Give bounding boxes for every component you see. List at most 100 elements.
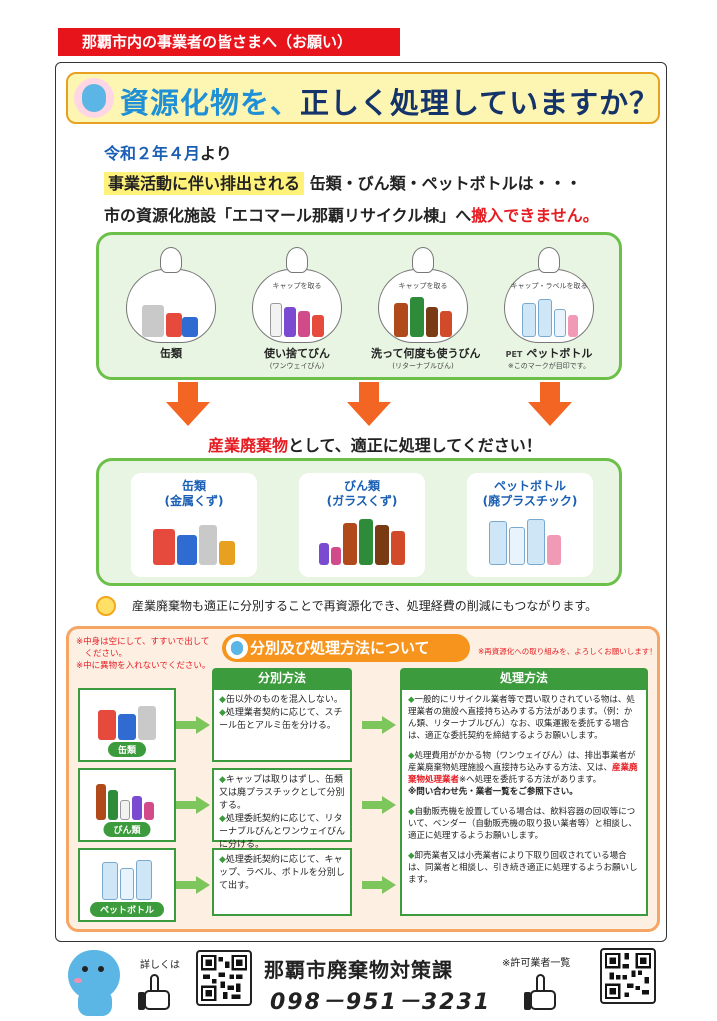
can-illustration: [140, 295, 202, 337]
bottle-illustration: [392, 295, 454, 337]
right-arrow-icon: [362, 796, 398, 814]
page-title: 資源化物を、正しく処理していますか？: [120, 80, 659, 122]
phone-number[interactable]: 098－951－3231: [270, 990, 492, 1015]
process-item: ◆卸売業者又は小売業者により下取り回収されている場合は、同業者と相談し、引き続き…: [408, 851, 638, 885]
bag-sub: ※このマークが目印です。: [507, 362, 591, 370]
intro-date-line: 令和２年４月より: [104, 140, 232, 164]
industrial-waste-statement: 産業廃棄物として、適正に処理してください！: [208, 432, 542, 456]
headline-box: 資源化物を、正しく処理していますか？: [66, 72, 660, 124]
details-label: 詳しくは: [140, 960, 180, 971]
waste-line1: 缶類: [181, 479, 206, 493]
process-method-box: ◆一般的にリサイクル業者等で買い取りされている物は、処理業者の施設へ直接持ち込み…: [400, 688, 648, 916]
waste-line2: (ガラスくず): [326, 494, 398, 508]
method-item: ◆処理委託契約に応じて、リターナブルびんとワンウェイびんに分ける。: [219, 814, 346, 850]
process-text-red: 産業廃棄物処理業者: [408, 763, 638, 785]
section-title: 分別及び処理方法について: [222, 634, 470, 662]
section-title-text: 分別及び処理方法について: [250, 639, 430, 657]
office-name: 那覇市廃棄物対策課: [264, 958, 453, 982]
industrial-waste-red: 産業廃棄物: [208, 436, 289, 455]
intro-items-line: 事業活動に伴い排出される 缶類・びん類・ペットボトルは・・・: [104, 170, 582, 195]
mascot-icon: [226, 637, 248, 659]
sort-method-cans: ◆缶以外のものを混入しない。 ◆処理業者契約に応じて、スチール缶とアルミ缶を分け…: [212, 688, 352, 762]
pet-mark-icon: PET: [505, 350, 523, 359]
bag-label: 缶類: [160, 347, 182, 360]
intro-date-suffix: より: [200, 144, 232, 163]
down-arrow-icon: [528, 382, 572, 426]
intro-date: 令和２年４月: [104, 144, 201, 163]
title-part2: 正しく処理していますか？: [300, 86, 660, 120]
process-text: 処理費用がかかる物（ワンウェイびん）は、排出事業者が産業廃棄物処理施設へ直接持ち…: [408, 751, 636, 773]
method-item: ◆缶以外のものを混入しない。: [219, 695, 343, 705]
industrial-waste-rest: として、適正に処理してください！: [288, 436, 542, 455]
bag-note: キャップを取る: [398, 282, 448, 290]
method-text: 処理委託契約に応じて、キャップ、ラベル、ボトルを分別して出す。: [219, 855, 345, 891]
mascot-icon: [74, 78, 114, 118]
sort-method-pet: ◆処理委託契約に応じて、キャップ、ラベル、ボトルを分別して出す。: [212, 848, 352, 916]
row-image-bottles: びん類: [78, 768, 176, 842]
note-rinse-line2: ください。: [76, 649, 128, 659]
waste-line1: ペットボトル: [493, 479, 566, 493]
method-item: ◆処理業者契約に応じて、スチール缶とアルミ缶を分ける。: [219, 708, 343, 731]
qr-code-details[interactable]: [196, 950, 252, 1006]
method-text: 処理委託契約に応じて、リターナブルびんとワンウェイびんに分ける。: [219, 814, 346, 850]
waste-category-panel: 缶類(金属くず) びん類(ガラスくず) ペットボトル(廃プラスチック): [96, 458, 622, 586]
waste-card-plastic: ペットボトル(廃プラスチック): [467, 473, 593, 577]
waste-title: びん類(ガラスくず): [299, 479, 425, 509]
right-arrow-icon: [362, 876, 398, 894]
method-text: 処理業者契約に応じて、スチール缶とアルミ缶を分ける。: [219, 708, 343, 731]
tip-text: 産業廃棄物も適正に分別することで再資源化でき、処理経費の削減にもつながります。: [132, 599, 598, 613]
bag-sub: (ワンウェイびん): [269, 362, 325, 370]
process-text: 自動販売機を設置している場合は、飲料容器の回収等について、ベンダー（自動販売機の…: [408, 807, 637, 841]
mascot-icon: [60, 946, 132, 1018]
process-text: 卸売業者又は小売業者により下取り回収されている場合は、同業者と相談し、引き続き適…: [408, 851, 638, 885]
process-text: 一般的にリサイクル業者等で買い取りされている物は、処理業者の施設へ直接持ち込みす…: [408, 695, 635, 741]
waste-line2: (金属くず): [164, 494, 224, 508]
pet-bottle-illustration: [518, 295, 580, 337]
bag-note: キャップを取る: [272, 282, 322, 290]
bag-oneway-bottles: キャップを取る 使い捨てびん (ワンウェイびん): [245, 247, 349, 371]
pet-bottle-illustration: [92, 856, 162, 900]
process-item: ◆自動販売機を設置している場合は、飲料容器の回収等について、ベンダー（自動販売機…: [408, 807, 637, 841]
pet-bottle-illustration: [485, 515, 575, 565]
cost-tip: 産業廃棄物も適正に分別することで再資源化でき、処理経費の削減にもつながります。: [96, 596, 656, 616]
waste-title: 缶類(金属くず): [131, 479, 257, 509]
row-image-pet: ペットボトル: [78, 848, 176, 922]
bag-label-text: ペットボトル: [526, 347, 593, 360]
right-arrow-icon: [362, 716, 398, 734]
row-image-cans: 缶類: [78, 688, 176, 762]
column-header-process: 処理方法: [400, 668, 648, 688]
intro-facility-line: 市の資源化施設「エコマール那覇リサイクル棟」へ搬入できません。: [104, 202, 599, 226]
pointing-hand-icon: [138, 974, 178, 1012]
row-label: 缶類: [107, 742, 147, 757]
garbage-bags-panel: 缶類 キャップを取る 使い捨てびん (ワンウェイびん) キャップを取る 洗って何…: [96, 232, 622, 380]
top-banner: 那覇市内の事業者の皆さまへ（お願い）: [58, 28, 400, 56]
right-arrow-icon: [176, 876, 212, 894]
intro-refusal: 搬入できません。: [471, 206, 599, 225]
lightbulb-icon: [96, 596, 116, 616]
title-part1: 資源化物を、: [120, 86, 301, 120]
process-text-bold: ※問い合わせ先・業者一覧をご参照下さい。: [408, 787, 578, 797]
waste-line1: びん類: [343, 479, 380, 493]
right-arrow-icon: [176, 796, 212, 814]
waste-card-metal: 缶類(金属くず): [131, 473, 257, 577]
note-rinse-line1: ※中身は空にして、すすいで出して: [76, 637, 210, 647]
method-text: 缶以外のものを混入しない。: [225, 695, 343, 705]
method-item: ◆処理委託契約に応じて、キャップ、ラベル、ボトルを分別して出す。: [219, 855, 345, 891]
process-item: ◆一般的にリサイクル業者等で買い取りされている物は、処理業者の施設へ直接持ち込み…: [408, 695, 635, 741]
right-arrow-icon: [176, 716, 212, 734]
bag-label: 洗って何度も使うびん: [371, 347, 481, 360]
method-item: ◆キャップは取りはずし、缶類又は廃プラスチックとして分別する。: [219, 775, 345, 811]
down-arrow-icon: [347, 382, 391, 426]
bag-note: キャップ・ラベルを取る: [510, 282, 588, 290]
qr-code-permit-list[interactable]: [600, 948, 656, 1004]
intro-items: 缶類・びん類・ペットボトルは・・・: [309, 174, 582, 193]
intro-highlight: 事業活動に伴い排出される: [104, 172, 305, 195]
bag-cans: 缶類: [119, 247, 223, 361]
bag-sub: (リターナブルびん): [392, 362, 454, 370]
column-header-sort: 分別方法: [212, 668, 352, 688]
note-rinse: ※中身は空にして、すすいで出して ください。: [76, 636, 209, 660]
down-arrow-icon: [166, 382, 210, 426]
method-text: キャップは取りはずし、缶類又は廃プラスチックとして分別する。: [219, 775, 345, 811]
